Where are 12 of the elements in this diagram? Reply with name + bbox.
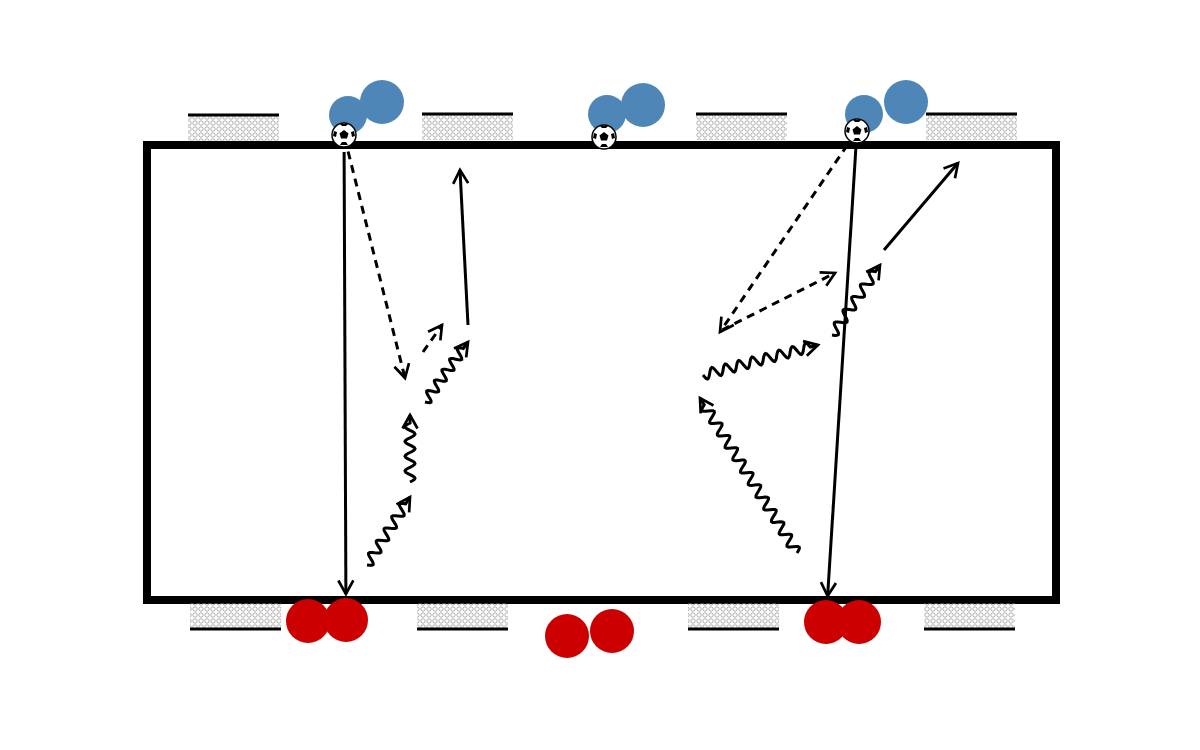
pass-arrow <box>346 151 411 380</box>
player-marker <box>621 83 665 127</box>
player-marker <box>360 80 404 124</box>
run-arrow <box>337 152 355 596</box>
ball-icon <box>591 124 617 150</box>
player-marker <box>545 614 589 658</box>
player-marker <box>884 80 928 124</box>
player-marker <box>590 609 634 653</box>
ball-icon <box>331 122 357 148</box>
ball-icon <box>844 118 870 144</box>
run-arrow <box>819 147 858 598</box>
player-marker <box>324 598 368 642</box>
